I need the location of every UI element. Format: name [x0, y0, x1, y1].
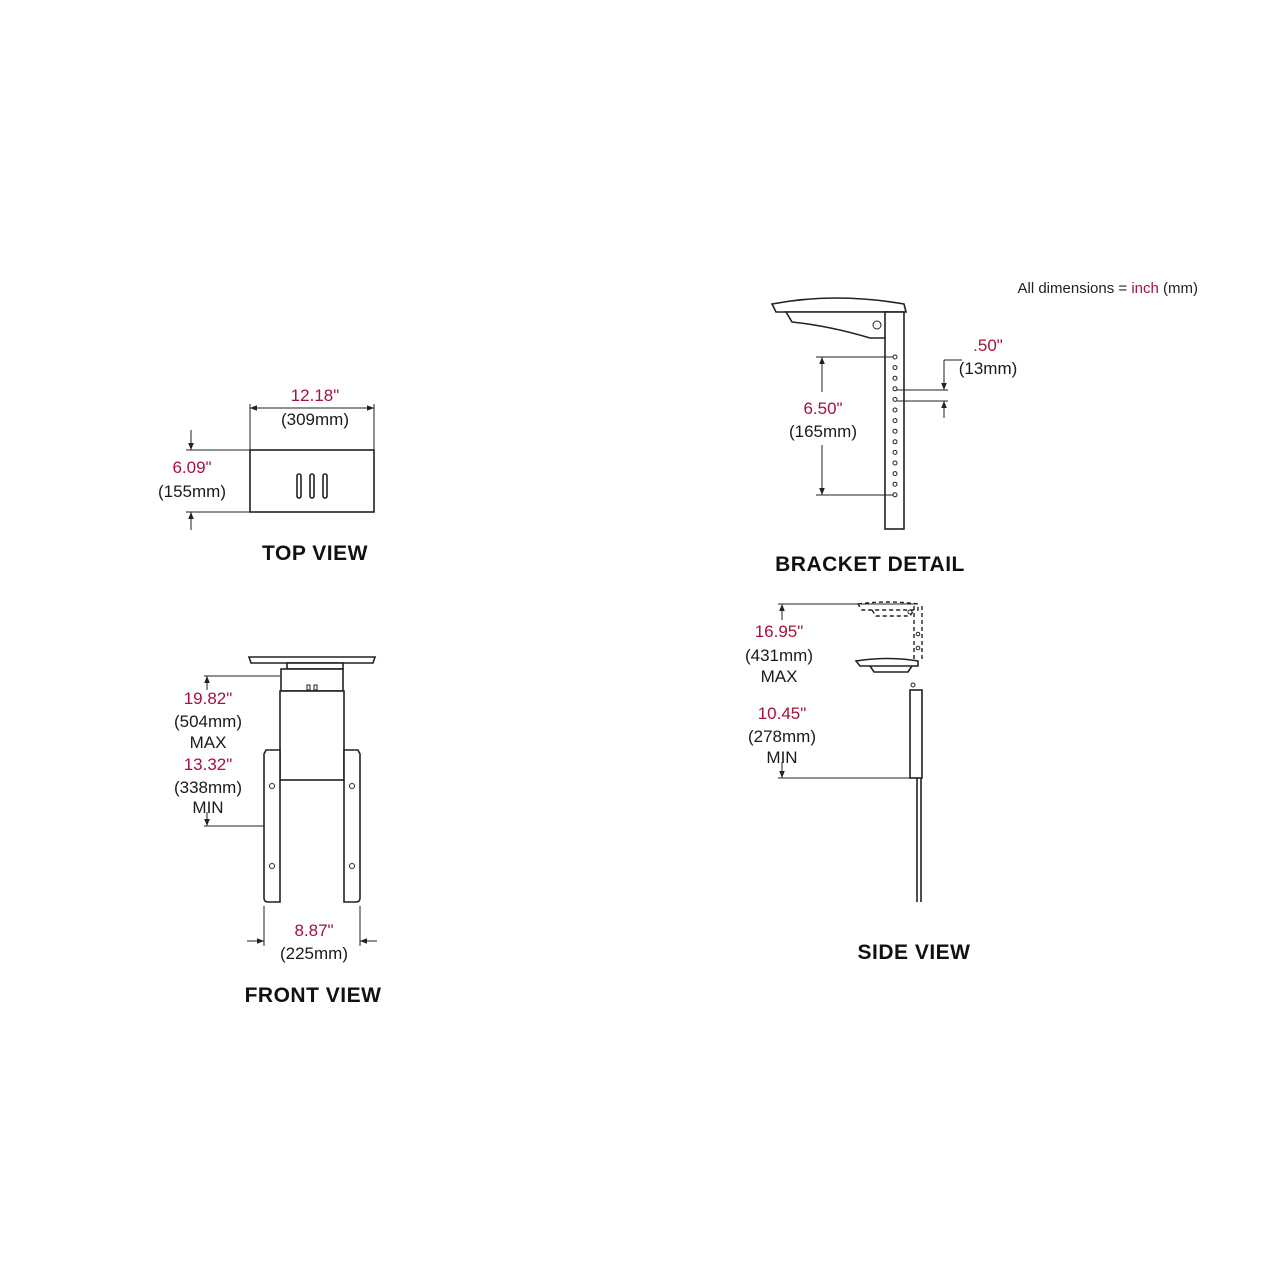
front-view-max-mm: (504mm) [174, 712, 242, 731]
side-view-min-label: MIN [766, 748, 797, 767]
front-view-min-label: MIN [192, 798, 223, 817]
top-view-slots [296, 473, 328, 499]
bracket-hole [892, 481, 898, 487]
front-view-max-label: MAX [190, 733, 227, 752]
top-view-plate [249, 449, 375, 513]
front-view-width-in: 8.87" [294, 921, 333, 940]
bracket-hole [892, 418, 898, 424]
units-note-mm: (mm) [1159, 280, 1198, 297]
front-view: 19.82" (504mm) MAX 13.32" (338mm) MIN 8.… [174, 656, 382, 1007]
top-view-width-mm: (309mm) [281, 410, 349, 429]
top-view: 12.18" (309mm) 6.09" (155mm) TOP VIEW [158, 386, 375, 565]
front-view-right-leg [343, 749, 361, 903]
side-view-raised-tray [856, 601, 919, 611]
bracket-hole [892, 460, 898, 466]
bracket-hole [892, 354, 898, 360]
units-note: All dimensions = inch (mm) [1018, 280, 1199, 297]
front-view-plate [247, 656, 377, 664]
bracket-detail-caption: BRACKET DETAIL [775, 553, 965, 576]
bracket-hole [892, 407, 898, 413]
bracket-pivot [872, 320, 882, 330]
bracket-spacing-in: .50" [973, 336, 1003, 355]
bracket-hole [892, 492, 898, 498]
bracket-hole [892, 471, 898, 477]
front-view-inner-column [280, 668, 344, 692]
bracket-range-in: 6.50" [803, 399, 842, 418]
bracket-hole [892, 439, 898, 445]
front-view-min-in: 13.32" [184, 755, 233, 774]
bracket-tray [770, 297, 908, 313]
bracket-spacing-mm: (13mm) [959, 359, 1018, 378]
bracket-holes [892, 354, 898, 498]
top-view-depth-in: 6.09" [172, 458, 211, 477]
bracket-hole [892, 365, 898, 371]
bracket-hole [892, 396, 898, 402]
bracket-range-mm: (165mm) [789, 422, 857, 441]
side-view-column [909, 689, 923, 779]
front-view-width-mm: (225mm) [280, 944, 348, 963]
side-view-caption: SIDE VIEW [857, 941, 970, 964]
side-view-max-in: 16.95" [755, 622, 804, 641]
front-view-max-in: 19.82" [184, 689, 233, 708]
bracket-detail: 6.50" (165mm) .50" (13mm) BRACKET DETAIL [770, 297, 1018, 576]
units-note-inch: inch [1131, 280, 1159, 297]
side-view-tray [854, 657, 919, 667]
side-view-min-mm: (278mm) [748, 727, 816, 746]
bracket-hole [892, 428, 898, 434]
front-view-caption: FRONT VIEW [245, 984, 382, 1007]
top-view-caption: TOP VIEW [262, 542, 368, 565]
front-view-min-mm: (338mm) [174, 778, 242, 797]
side-view: 16.95" (431mm) MAX 10.45" (278mm) MIN SI… [745, 601, 970, 964]
side-view-max-label: MAX [761, 667, 798, 686]
svg-text:All dimensions = inch (mm): All dimensions = inch (mm) [1018, 280, 1199, 297]
side-view-min-in: 10.45" [758, 704, 807, 723]
top-view-width-in: 12.18" [291, 386, 340, 405]
front-view-column [279, 690, 345, 781]
side-view-max-mm: (431mm) [745, 646, 813, 665]
units-note-prefix: All dimensions = [1018, 280, 1132, 297]
front-view-left-leg [263, 749, 281, 903]
bracket-hole [892, 386, 898, 392]
bracket-hole [892, 449, 898, 455]
bracket-arm [784, 311, 889, 339]
top-view-depth-mm: (155mm) [158, 482, 226, 501]
bracket-hole [892, 375, 898, 381]
